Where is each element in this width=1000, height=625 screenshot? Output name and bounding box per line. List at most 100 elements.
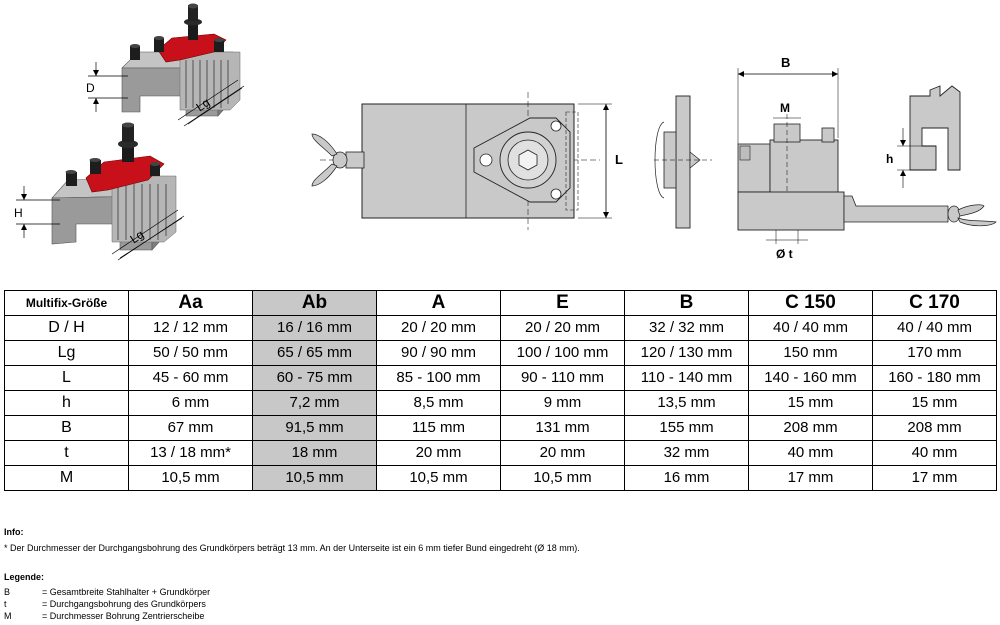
table-cell: 12 / 12 mm	[128, 315, 253, 341]
table-cell: 40 / 40 mm	[748, 315, 873, 341]
row-label: M	[4, 465, 129, 491]
table-cell: 85 - 100 mm	[376, 365, 501, 391]
column-header: B	[624, 290, 749, 316]
info-text: * Der Durchmesser der Durchgangsbohrung …	[4, 543, 580, 553]
dim-label-Lg-bottom: Lg	[127, 227, 146, 246]
table-cell: 20 / 20 mm	[500, 315, 625, 341]
table-cell: 115 mm	[376, 415, 501, 441]
legend-key: M	[4, 611, 12, 621]
table-header-row: Multifix-Größe Aa Ab A E B C 150 C 170	[4, 290, 997, 316]
info-section: Info: * Der Durchmesser der Durchgangsbo…	[4, 526, 580, 554]
table-cell: 60 - 75 mm	[252, 365, 377, 391]
table-cell: 9 mm	[500, 390, 625, 416]
table-cell: 20 mm	[376, 440, 501, 466]
table-cell: 16 mm	[624, 465, 749, 491]
specification-table: Multifix-Größe Aa Ab A E B C 150 C 170 D…	[4, 290, 997, 491]
table-cell: 90 / 90 mm	[376, 340, 501, 366]
table-cell: 131 mm	[500, 415, 625, 441]
front-view-drawing: B M Ø t	[737, 55, 997, 261]
table-cell: 32 mm	[624, 440, 749, 466]
table-cell: 17 mm	[748, 465, 873, 491]
dim-label-B: B	[781, 55, 790, 70]
technical-drawings: D Lg H	[14, 3, 997, 261]
table-cell: 90 - 110 mm	[500, 365, 625, 391]
table-cell: 7,2 mm	[252, 390, 377, 416]
table-cell: 8,5 mm	[376, 390, 501, 416]
table-cell: 110 - 140 mm	[624, 365, 749, 391]
table-cell: 20 mm	[500, 440, 625, 466]
row-label: t	[4, 440, 129, 466]
table-cell: 17 mm	[872, 465, 997, 491]
legend-key: B	[4, 587, 11, 597]
table-cell: 160 - 180 mm	[872, 365, 997, 391]
legend-key: t	[4, 599, 7, 609]
table-cell: 32 / 32 mm	[624, 315, 749, 341]
legend-heading: Legende:	[4, 572, 45, 582]
row-label: D / H	[4, 315, 129, 341]
table-cell: 100 / 100 mm	[500, 340, 625, 366]
table-cell: 10,5 mm	[500, 465, 625, 491]
column-header: A	[376, 290, 501, 316]
column-header: C 170	[872, 290, 997, 316]
table-cell: 91,5 mm	[252, 415, 377, 441]
column-header: Aa	[128, 290, 253, 316]
table-cell: 50 / 50 mm	[128, 340, 253, 366]
dim-label-Lg-top: Lg	[193, 95, 212, 114]
legend-text: = Durchmesser Bohrung Zentrierscheibe	[42, 611, 205, 621]
row-label: B	[4, 415, 129, 441]
dim-label-H: H	[14, 206, 23, 220]
legend-item: M = Durchmesser Bohrung Zentrierscheibe	[4, 610, 210, 622]
table-cell: 6 mm	[128, 390, 253, 416]
table-cell: 13,5 mm	[624, 390, 749, 416]
dim-label-M: M	[780, 101, 790, 115]
table-cell: 150 mm	[748, 340, 873, 366]
dim-label-h: h	[886, 152, 893, 166]
table-cell: 67 mm	[128, 415, 253, 441]
table-cell: 208 mm	[872, 415, 997, 441]
table-cell: 155 mm	[624, 415, 749, 441]
legend-item: B = Gesamtbreite Stahlhalter + Grundkörp…	[4, 586, 210, 598]
tool-holder-illustration-bottom: H Lg	[14, 122, 185, 261]
dim-label-t: Ø t	[776, 247, 793, 261]
column-header: C 150	[748, 290, 873, 316]
table-cell: 15 mm	[748, 390, 873, 416]
row-label: h	[4, 390, 129, 416]
table-cell: 140 - 160 mm	[748, 365, 873, 391]
legend-item: t = Durchgangsbohrung des Grundkörpers	[4, 598, 210, 610]
row-label: L	[4, 365, 129, 391]
side-view-plate	[654, 95, 712, 229]
top-view-drawing: L	[311, 92, 623, 230]
table-cell: 120 / 130 mm	[624, 340, 749, 366]
row-label: Lg	[4, 340, 129, 366]
table-cell: 40 mm	[748, 440, 873, 466]
table-cell: 170 mm	[872, 340, 997, 366]
dim-label-L: L	[615, 152, 623, 167]
column-header: E	[500, 290, 625, 316]
table-cell: 208 mm	[748, 415, 873, 441]
legend-section: Legende: B = Gesamtbreite Stahlhalter + …	[4, 571, 210, 622]
table-cell: 16 / 16 mm	[252, 315, 377, 341]
table-corner-cell: Multifix-Größe	[4, 290, 129, 316]
table-cell: 65 / 65 mm	[252, 340, 377, 366]
table-cell: 45 - 60 mm	[128, 365, 253, 391]
table-cell: 40 mm	[872, 440, 997, 466]
legend-text: = Durchgangsbohrung des Grundkörpers	[42, 599, 206, 609]
table-cell: 20 / 20 mm	[376, 315, 501, 341]
table-cell: 10,5 mm	[252, 465, 377, 491]
dim-label-D: D	[86, 81, 95, 95]
table-cell: 40 / 40 mm	[872, 315, 997, 341]
column-header-highlighted: Ab	[252, 290, 377, 316]
table-cell: 18 mm	[252, 440, 377, 466]
legend-text: = Gesamtbreite Stahlhalter + Grundkörper	[42, 587, 211, 597]
table-cell: 10,5 mm	[376, 465, 501, 491]
table-cell: 10,5 mm	[128, 465, 253, 491]
jaw-detail-drawing: h	[886, 85, 961, 188]
table-cell: 13 / 18 mm*	[128, 440, 253, 466]
